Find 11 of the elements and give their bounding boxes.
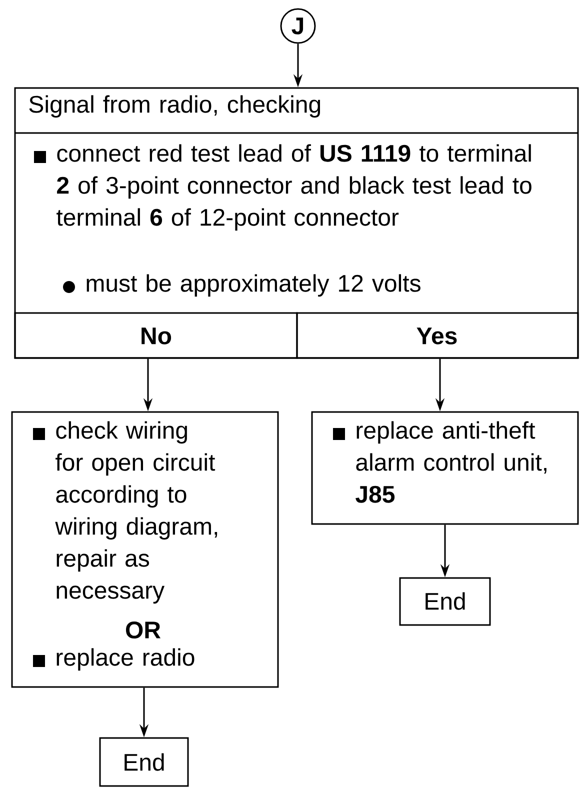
bullet-text: connect red test lead of US 1119 to terminal 2 of 3-point connector and black test lead to terminal 6 of 12-point connector [34, 144, 532, 231]
heading-text: Signal from radio, checking [29, 95, 320, 118]
end-label: End [124, 753, 164, 771]
or-label: OR [126, 622, 161, 638]
end-label: End [426, 592, 465, 610]
answer-label: Yes [416, 328, 457, 344]
bullet-text: replace anti-theft alarm control unit, J85 [333, 421, 546, 503]
bullet-text: check wiring for open circuit according to wiring diagram, repair as necessary [33, 421, 218, 604]
answer-label: No [142, 328, 172, 344]
bullet-text: replace radio [33, 648, 194, 671]
bullet-text: must be approximately 12 volts [63, 274, 420, 297]
